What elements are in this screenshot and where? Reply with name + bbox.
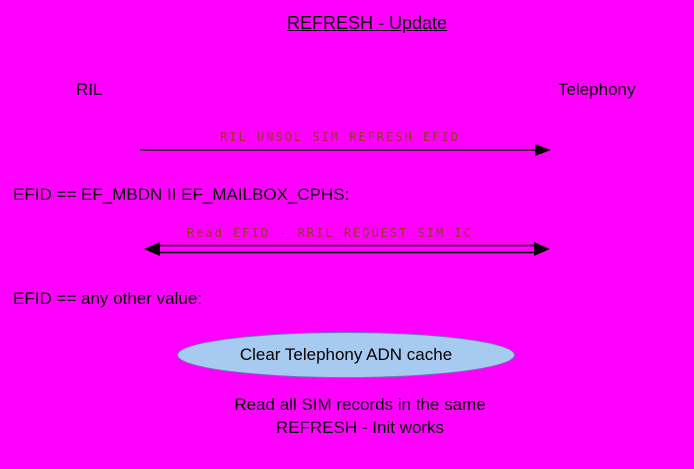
arrowhead-right-icon (534, 242, 550, 256)
message-label-read-efid: Read EFID - RRIL_REQUEST_SIM_IC (187, 226, 473, 240)
footer-note-line2: REFRESH - Init works (275, 418, 445, 437)
footer-note: Read all SIM records in the same REFRESH… (165, 393, 555, 439)
actor-ril: RIL (76, 80, 103, 99)
arrow-ril-to-telephony (140, 144, 551, 156)
double-arrow-read-efid (144, 242, 550, 256)
message-label-refresh-efid: RIL_UNSOL_SIM_REFRESH EFID (220, 130, 460, 144)
condition-mbdn-mailbox: EFID == EF_MBDN II EF_MAILBOX_CPHS: (13, 185, 350, 204)
actor-telephony: Telephony (558, 80, 636, 99)
ellipse-clear-adn-cache: Clear Telephony ADN cache (177, 332, 515, 378)
arrowhead-left-icon (144, 242, 160, 256)
condition-any-other-value: EFID == any other value: (13, 289, 202, 308)
page-title: REFRESH - Update (286, 13, 448, 33)
arrowhead-right-icon (535, 144, 551, 156)
ellipse-label: Clear Telephony ADN cache (239, 345, 453, 364)
footer-note-line1: Read all SIM records in the same (234, 395, 486, 414)
